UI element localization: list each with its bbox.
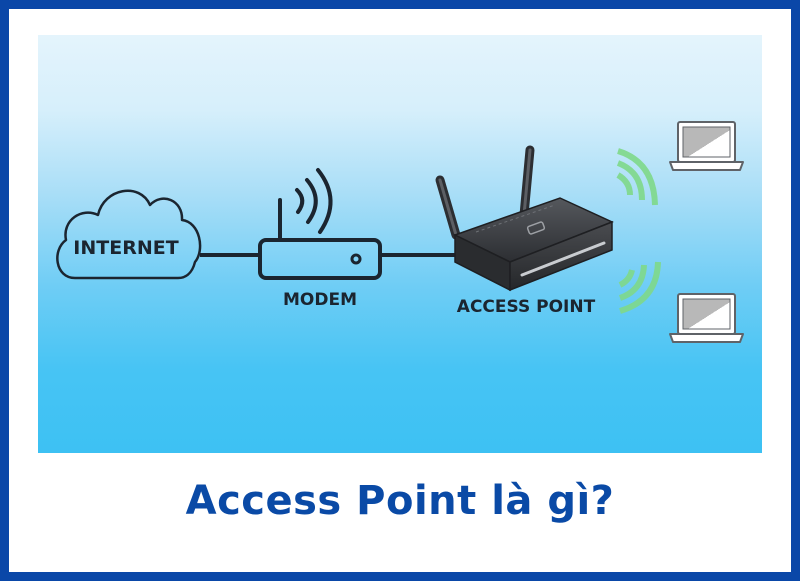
internet-label: INTERNET	[73, 237, 178, 259]
cloud-icon	[56, 189, 202, 280]
laptop-icon	[669, 293, 744, 343]
modem-icon	[258, 168, 382, 280]
diagram-panel	[38, 35, 762, 453]
access-point-label: ACCESS POINT	[457, 297, 596, 317]
modem-label: MODEM	[283, 290, 357, 310]
page-title: Access Point là gì?	[185, 478, 615, 524]
router-icon	[435, 145, 614, 292]
wifi-signal-icon	[616, 148, 658, 206]
laptop-icon	[669, 121, 744, 171]
wifi-signal-icon	[618, 261, 661, 314]
